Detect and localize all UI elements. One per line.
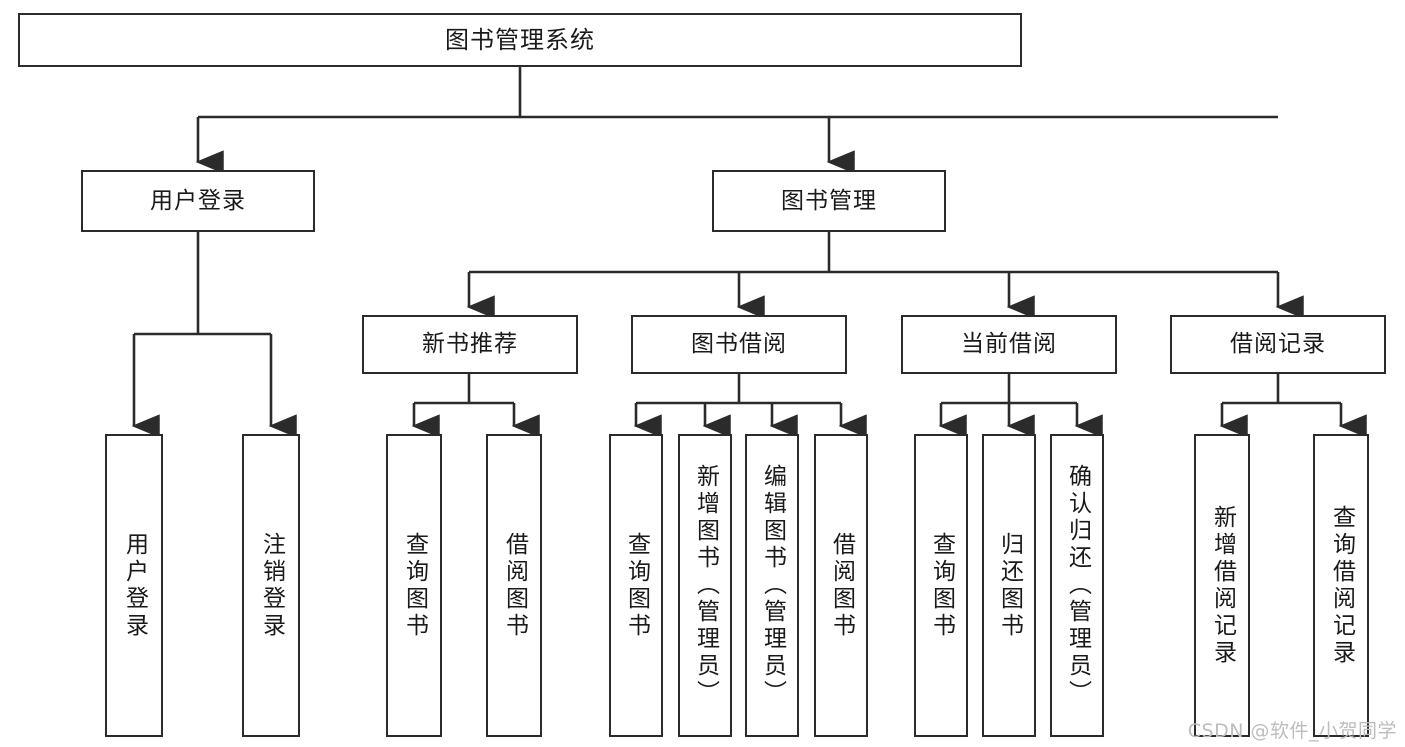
node-leaf-add-book-label: 新增图书（管理员） bbox=[692, 464, 719, 707]
node-leaf-query-book-2[interactable]: 查询图书 bbox=[609, 434, 663, 737]
node-borrow-record[interactable]: 借阅记录 bbox=[1170, 315, 1386, 374]
node-current-borrow-label: 当前借阅 bbox=[961, 331, 1057, 358]
node-leaf-query-record-label: 查询借阅记录 bbox=[1328, 504, 1355, 667]
watermark-text: CSDN @软件_小贺同学 bbox=[1187, 720, 1397, 742]
node-leaf-user-login[interactable]: 用户登录 bbox=[105, 434, 163, 737]
node-leaf-query-book-3-label: 查询图书 bbox=[928, 531, 955, 640]
node-borrow-record-label: 借阅记录 bbox=[1230, 331, 1326, 358]
node-leaf-confirm-return-label: 确认归还（管理员） bbox=[1064, 464, 1091, 707]
node-leaf-add-record[interactable]: 新增借阅记录 bbox=[1194, 434, 1250, 737]
node-leaf-query-book-1-label: 查询图书 bbox=[401, 531, 428, 640]
node-root-label: 图书管理系统 bbox=[445, 26, 595, 54]
node-root[interactable]: 图书管理系统 bbox=[18, 13, 1022, 67]
node-leaf-borrow-book-1-label: 借阅图书 bbox=[501, 531, 528, 640]
node-leaf-borrow-book-2[interactable]: 借阅图书 bbox=[814, 434, 868, 737]
node-user-login-label: 用户登录 bbox=[150, 187, 246, 214]
node-leaf-logout-label: 注销登录 bbox=[258, 531, 285, 640]
node-leaf-logout[interactable]: 注销登录 bbox=[242, 434, 300, 737]
node-leaf-add-record-label: 新增借阅记录 bbox=[1209, 504, 1236, 667]
node-leaf-query-book-2-label: 查询图书 bbox=[623, 531, 650, 640]
node-current-borrow[interactable]: 当前借阅 bbox=[901, 315, 1117, 374]
node-leaf-borrow-book-1[interactable]: 借阅图书 bbox=[486, 434, 542, 737]
node-leaf-return-book[interactable]: 归还图书 bbox=[982, 434, 1036, 737]
node-leaf-edit-book-label: 编辑图书（管理员） bbox=[759, 464, 786, 707]
node-leaf-confirm-return[interactable]: 确认归还（管理员） bbox=[1050, 434, 1104, 737]
node-leaf-return-book-label: 归还图书 bbox=[996, 531, 1023, 640]
node-book-borrow[interactable]: 图书借阅 bbox=[631, 315, 847, 374]
node-leaf-query-book-1[interactable]: 查询图书 bbox=[386, 434, 442, 737]
node-leaf-edit-book[interactable]: 编辑图书（管理员） bbox=[745, 434, 799, 737]
node-leaf-query-record[interactable]: 查询借阅记录 bbox=[1313, 434, 1369, 737]
node-leaf-query-book-3[interactable]: 查询图书 bbox=[914, 434, 968, 737]
node-new-book-recommend-label: 新书推荐 bbox=[422, 331, 518, 358]
node-leaf-add-book[interactable]: 新增图书（管理员） bbox=[678, 434, 732, 737]
node-leaf-user-login-label: 用户登录 bbox=[121, 531, 148, 640]
node-user-login[interactable]: 用户登录 bbox=[81, 170, 315, 232]
node-new-book-recommend[interactable]: 新书推荐 bbox=[362, 315, 578, 374]
node-book-borrow-label: 图书借阅 bbox=[691, 331, 787, 358]
node-leaf-borrow-book-2-label: 借阅图书 bbox=[828, 531, 855, 640]
node-book-manage-label: 图书管理 bbox=[781, 187, 877, 214]
node-book-manage[interactable]: 图书管理 bbox=[712, 170, 946, 232]
